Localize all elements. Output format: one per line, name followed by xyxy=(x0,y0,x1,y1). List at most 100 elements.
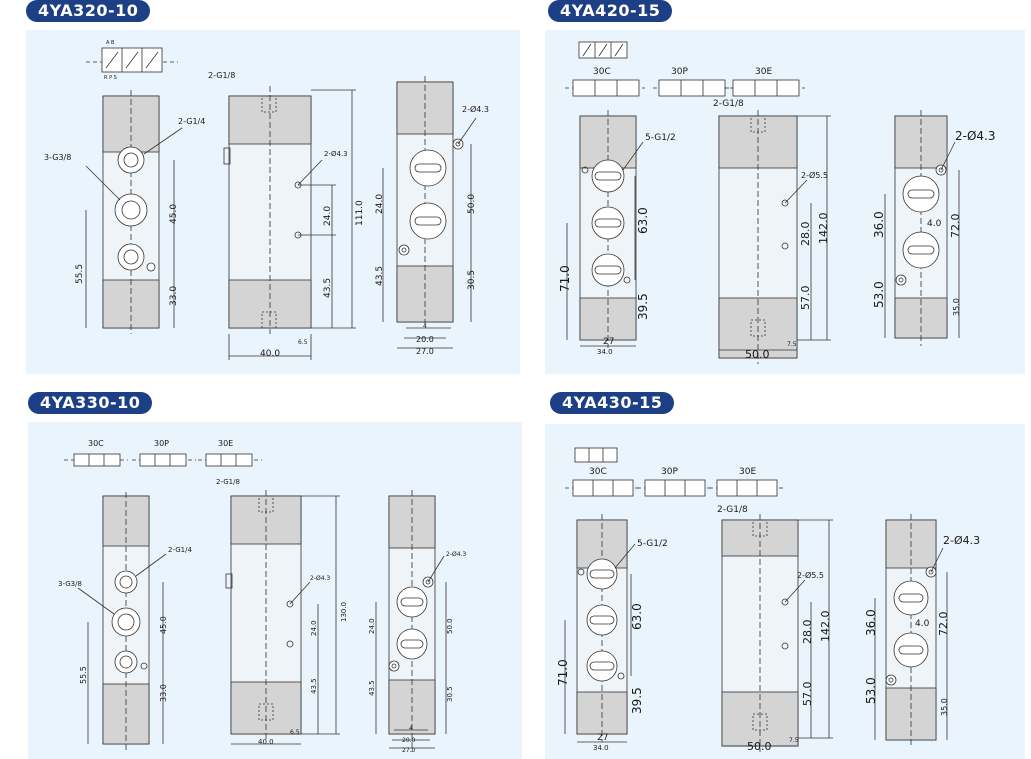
dim-40: 40.0 xyxy=(258,738,274,746)
front-view xyxy=(564,514,636,743)
dim-24-end: 24.0 xyxy=(375,194,385,214)
symbol-30c-label: 30C xyxy=(589,467,607,477)
model-title-4ya430-15: 4YA430-15 xyxy=(550,392,675,414)
dim-33: 33.0 xyxy=(159,684,168,702)
dim-39-5: 39.5 xyxy=(630,687,644,714)
hole-right-label: 2-Ø4.3 xyxy=(943,534,980,547)
dim-57: 57.0 xyxy=(801,682,814,707)
port-top-label: 2-G1/8 xyxy=(717,505,748,515)
hole-side-label: 2-Ø5.5 xyxy=(801,170,828,180)
dim-39-5: 39.5 xyxy=(636,293,650,320)
dim-36: 36.0 xyxy=(872,211,886,238)
dim-71: 71.0 xyxy=(558,265,572,292)
dim-4: 4 xyxy=(423,323,427,330)
dim-27: 27 xyxy=(603,337,614,347)
hole-side-label: 2-Ø4.3 xyxy=(310,575,330,582)
dim-33: 33.0 xyxy=(169,286,179,306)
dim-27: 27.0 xyxy=(416,347,434,356)
dim-35: 35.0 xyxy=(952,298,961,316)
symbol-30p-label: 30P xyxy=(671,67,688,77)
valve-symbols xyxy=(64,453,262,467)
dim-72: 72.0 xyxy=(949,214,962,239)
model-title-4ya320-10: 4YA320-10 xyxy=(26,0,151,22)
dim-50: 50.0 xyxy=(747,740,772,753)
dim-55-5: 55.5 xyxy=(75,264,85,284)
ports-label: 5-G1/2 xyxy=(645,133,676,143)
valve-symbols xyxy=(565,447,785,497)
dim-35: 35.0 xyxy=(940,698,949,716)
symbol-30c-label: 30C xyxy=(593,67,611,77)
ports-small-label: 2-G1/4 xyxy=(168,546,192,554)
dim-30-5: 30.5 xyxy=(446,686,454,702)
ports-big-label: 3-G3/8 xyxy=(58,580,82,588)
dim-27: 27 xyxy=(597,733,608,743)
dim-43-5-side: 43.5 xyxy=(310,678,318,694)
dim-57: 57.0 xyxy=(799,286,812,311)
dim-28: 28.0 xyxy=(801,620,814,645)
valve-symbol: A B R P S xyxy=(86,40,178,81)
end-view xyxy=(382,76,477,349)
drawing-panel-4ya430-15: 30C 30P 30E 5-G1/2 71.0 63.0 39.5 27 34.… xyxy=(545,424,1025,759)
dim-45: 45.0 xyxy=(159,616,168,634)
dim-28: 28.0 xyxy=(799,222,812,247)
dim-142: 142.0 xyxy=(819,611,832,643)
symbol-30p-label: 30P xyxy=(154,439,169,448)
drawing-panel-4ya420-15: 30C 30P 30E 5-G1/2 71.0 63.0 39.5 27 34.… xyxy=(545,30,1025,374)
dim-34: 34.0 xyxy=(593,744,609,752)
model-title-4ya330-10: 4YA330-10 xyxy=(28,392,153,414)
end-view xyxy=(874,514,948,746)
dim-72: 72.0 xyxy=(937,612,950,637)
dim-111: 111.0 xyxy=(355,200,365,226)
front-view xyxy=(77,492,167,752)
front-view xyxy=(85,90,183,334)
dim-53: 53.0 xyxy=(864,677,878,704)
dim-43-5-side: 43.5 xyxy=(323,278,333,298)
symbol-30e-label: 30E xyxy=(755,67,772,77)
dim-50: 50.0 xyxy=(446,618,454,634)
dim-24-end: 24.0 xyxy=(368,618,376,634)
dim-6-5: 6.5 xyxy=(290,729,300,736)
hole-right-label: 2-Ø4.3 xyxy=(955,129,996,143)
symbol-30e-label: 30E xyxy=(739,467,756,477)
side-view xyxy=(721,514,833,752)
dim-63: 63.0 xyxy=(636,207,650,234)
side-view xyxy=(718,110,831,364)
hole-right-label: 2-Ø4.3 xyxy=(462,104,489,114)
dim-30-5: 30.5 xyxy=(467,270,477,290)
dim-45: 45.0 xyxy=(169,204,179,224)
side-view xyxy=(223,86,356,360)
dim-20: 20.0 xyxy=(416,335,434,344)
drawing-panel-4ya330-10: 30C 30P 30E 2-G1/4 3-G3/8 55.5 45.0 33.0… xyxy=(28,422,522,759)
side-view xyxy=(225,490,340,745)
dim-130: 130.0 xyxy=(340,602,348,622)
symbol-30p-label: 30P xyxy=(661,467,678,477)
end-view xyxy=(375,490,447,752)
model-title-4ya420-15: 4YA420-15 xyxy=(548,0,673,22)
dim-4: 4.0 xyxy=(915,619,930,629)
port-top-label: 2-G1/8 xyxy=(216,478,240,486)
symbol-port-rps: R P S xyxy=(104,75,117,81)
symbol-30c-label: 30C xyxy=(88,439,104,448)
ports-big-label: 3-G3/8 xyxy=(44,153,71,162)
dim-43-5-end: 43.5 xyxy=(375,266,385,286)
front-view xyxy=(566,110,644,348)
dim-20: 20.0 xyxy=(402,737,416,744)
hole-side-label: 2-Ø5.5 xyxy=(797,570,824,580)
dim-6-5: 6.5 xyxy=(298,339,308,346)
port-top-label: 2-G1/8 xyxy=(208,71,235,80)
dim-24-side: 24.0 xyxy=(323,206,333,226)
dim-50: 50.0 xyxy=(467,194,477,214)
dim-53: 53.0 xyxy=(872,281,886,308)
drawing-panel-4ya320-10: A B R P S 2-G1/4 3-G3/8 55.5 45.0 33.0 xyxy=(26,30,520,374)
dim-63: 63.0 xyxy=(630,603,644,630)
dim-4: 4 xyxy=(409,725,413,732)
symbol-port-ab: A B xyxy=(106,40,115,46)
dim-71: 71.0 xyxy=(556,659,570,686)
dim-27: 27.0 xyxy=(402,747,416,754)
ports-label: 5-G1/2 xyxy=(637,539,668,549)
dim-4: 4.0 xyxy=(927,219,942,229)
symbol-30e-label: 30E xyxy=(218,439,233,448)
hole-side-label: 2-Ø4.3 xyxy=(324,150,348,158)
end-view xyxy=(884,110,960,346)
dim-34: 34.0 xyxy=(597,348,613,356)
